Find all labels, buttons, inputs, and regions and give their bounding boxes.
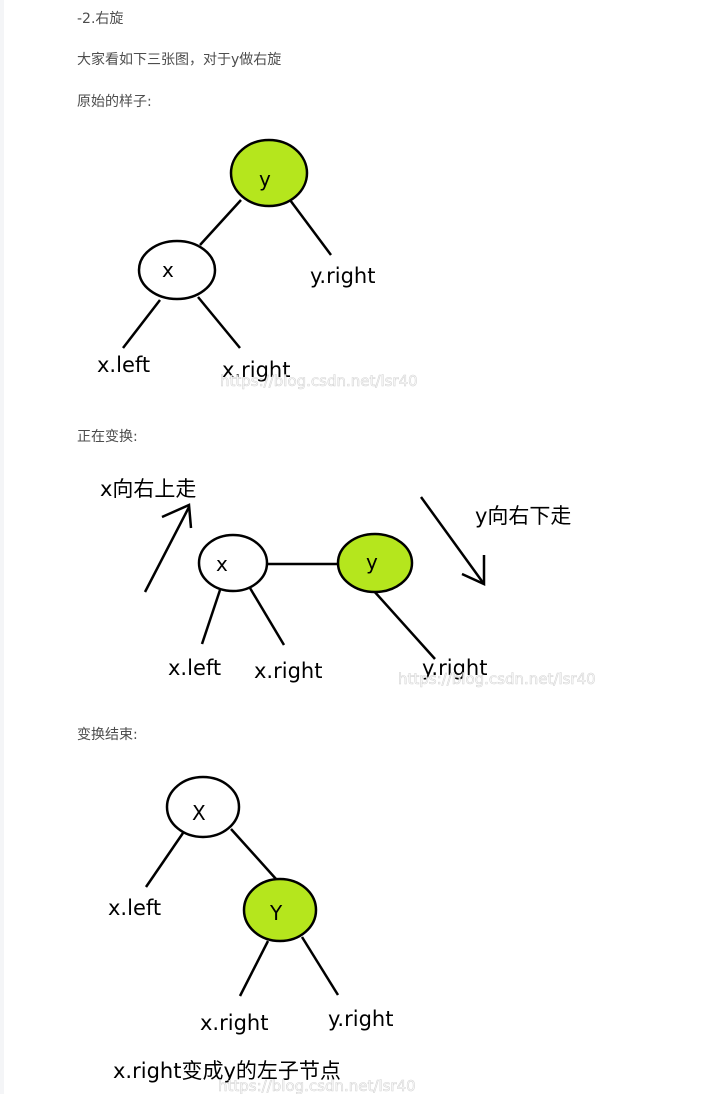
edge-x-y <box>230 828 277 880</box>
leaf-x-right: x.right <box>200 1011 268 1035</box>
arrow-up-right-shaft <box>143 506 191 593</box>
node-x <box>137 239 217 301</box>
node-x-label: x <box>216 552 228 576</box>
edge-y-yright <box>372 589 436 660</box>
watermark: https://blog.csdn.net/lsr40 <box>398 670 596 688</box>
arrow-down-right-head <box>461 555 486 586</box>
leaf-y-right: y.right <box>328 1007 393 1031</box>
node-x <box>197 533 269 593</box>
edge-y-yright <box>300 936 340 996</box>
section-heading: -2.右旋 <box>77 11 124 27</box>
section-label-original: 原始的样子: <box>77 94 152 110</box>
node-y <box>242 877 318 943</box>
node-x <box>165 775 241 839</box>
edge-y-x <box>199 199 242 246</box>
leaf-x-left: x.left <box>168 656 221 680</box>
edge-y-yright <box>288 199 333 256</box>
edge-x-xleft <box>122 299 161 349</box>
arrow-up-right-head <box>161 503 193 529</box>
leaf-x-right: x.right <box>254 659 322 683</box>
edge-x-xright <box>248 587 286 646</box>
watermark: https://blog.csdn.net/lsr40 <box>220 372 418 390</box>
leaf-y-right: y.right <box>422 656 487 680</box>
leaf-y-right: y.right <box>310 264 375 288</box>
node-y <box>229 138 309 208</box>
node-y-label: y <box>366 550 378 574</box>
node-y-label: Y <box>269 901 283 925</box>
figure-finished-tree: X Y x.left x.right y.right x.right变成y的左子… <box>108 775 416 1094</box>
figure-original-tree: y x y.right x.left x.right https://blog.… <box>97 138 418 390</box>
watermark: https://blog.csdn.net/lsr40 <box>218 1077 416 1094</box>
node-x-label: x <box>162 258 174 282</box>
node-x-label: X <box>192 801 206 825</box>
figure-transforming-tree: x向右上走 y向右下走 x y x.left x.right y.right h… <box>100 477 596 688</box>
note-x-moves-up-right: x向右上走 <box>100 477 196 501</box>
node-y <box>336 532 414 594</box>
intro-text: 大家看如下三张图，对于y做右旋 <box>77 52 282 68</box>
caption-result: x.right变成y的左子节点 <box>113 1059 341 1083</box>
section-label-finished: 变换结束: <box>77 727 138 743</box>
leaf-x-left: x.left <box>97 353 150 377</box>
edge-x-xleft <box>144 832 185 888</box>
arrow-down-right-shaft <box>419 496 486 585</box>
page-left-edge <box>0 0 4 1094</box>
edge-x-xright <box>197 296 241 349</box>
edge-y-xright <box>238 940 270 997</box>
leaf-x-right: x.right <box>222 358 290 382</box>
leaf-x-left: x.left <box>108 896 161 920</box>
node-y-label: y <box>259 167 271 191</box>
note-y-moves-down-right: y向右下走 <box>475 504 571 528</box>
edge-x-xleft <box>200 589 222 645</box>
section-label-transforming: 正在变换: <box>77 429 138 445</box>
